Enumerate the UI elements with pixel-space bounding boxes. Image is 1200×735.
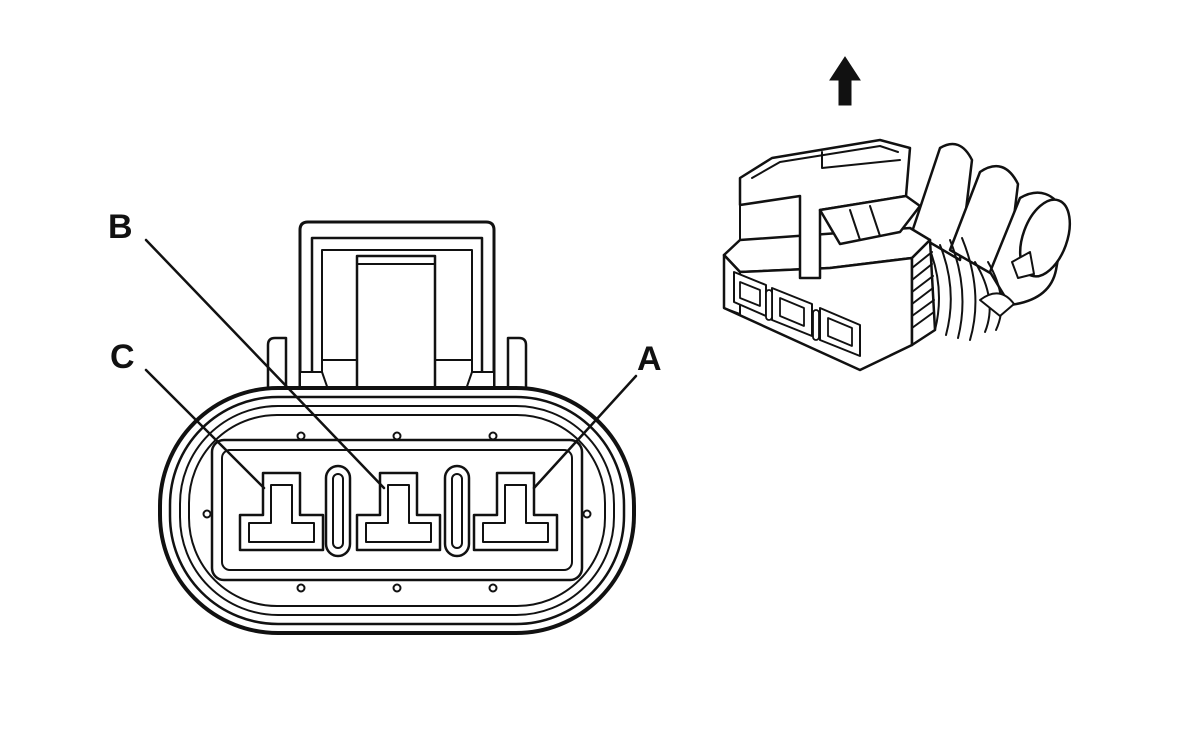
wire-seals <box>910 142 1072 341</box>
housing-dimples <box>202 431 592 593</box>
isometric-cavities <box>733 271 861 357</box>
leader-b <box>144 238 386 490</box>
cavity-separators <box>324 464 471 558</box>
locking-tab <box>298 220 496 417</box>
terminal-cavity-c <box>238 471 325 552</box>
up-arrow-icon <box>829 56 861 106</box>
pin-label-b: B <box>108 208 133 246</box>
pin-label-c: C <box>110 338 135 376</box>
pin-label-a: A <box>637 340 662 378</box>
connector-isometric-view <box>722 138 1072 372</box>
connector-face-view: B C A <box>108 208 662 635</box>
leader-c <box>144 368 266 490</box>
callout-leaders <box>144 238 638 490</box>
isometric-latch <box>738 138 922 280</box>
terminal-cavity-b <box>355 471 442 552</box>
right-ear <box>506 336 528 397</box>
leader-a <box>532 374 638 490</box>
